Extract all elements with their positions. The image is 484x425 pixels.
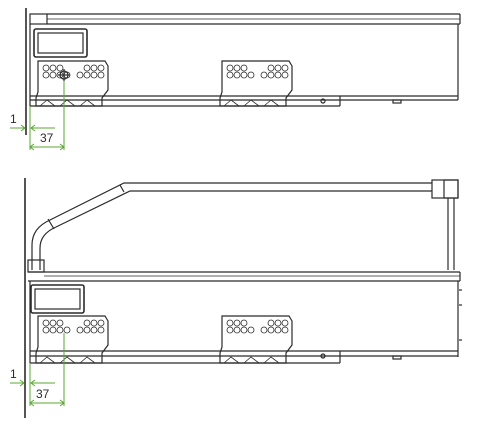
screw-hole xyxy=(320,98,326,104)
top-rail xyxy=(28,271,461,282)
distance-dimension-label: 37 xyxy=(36,387,50,401)
label-plate xyxy=(30,284,85,314)
top-rail xyxy=(29,13,461,25)
rear-bracket xyxy=(219,315,293,364)
drawer-side-panel xyxy=(29,281,462,364)
front-bracket xyxy=(35,315,109,364)
dimension-lines xyxy=(10,333,65,407)
offset-dimension-label: 1 xyxy=(10,367,17,381)
screw-hole xyxy=(320,353,326,359)
rear-bracket xyxy=(219,60,293,107)
label-plate xyxy=(33,28,88,58)
distance-dimension-label: 37 xyxy=(40,131,54,145)
front-bracket xyxy=(35,60,109,107)
bottom-drawer-view: 1 37 xyxy=(10,178,462,418)
gallery-railing xyxy=(27,179,459,273)
top-drawer-view: 1 37 xyxy=(10,8,461,151)
offset-dimension-label: 1 xyxy=(10,112,17,126)
dimension-lines xyxy=(10,81,65,151)
